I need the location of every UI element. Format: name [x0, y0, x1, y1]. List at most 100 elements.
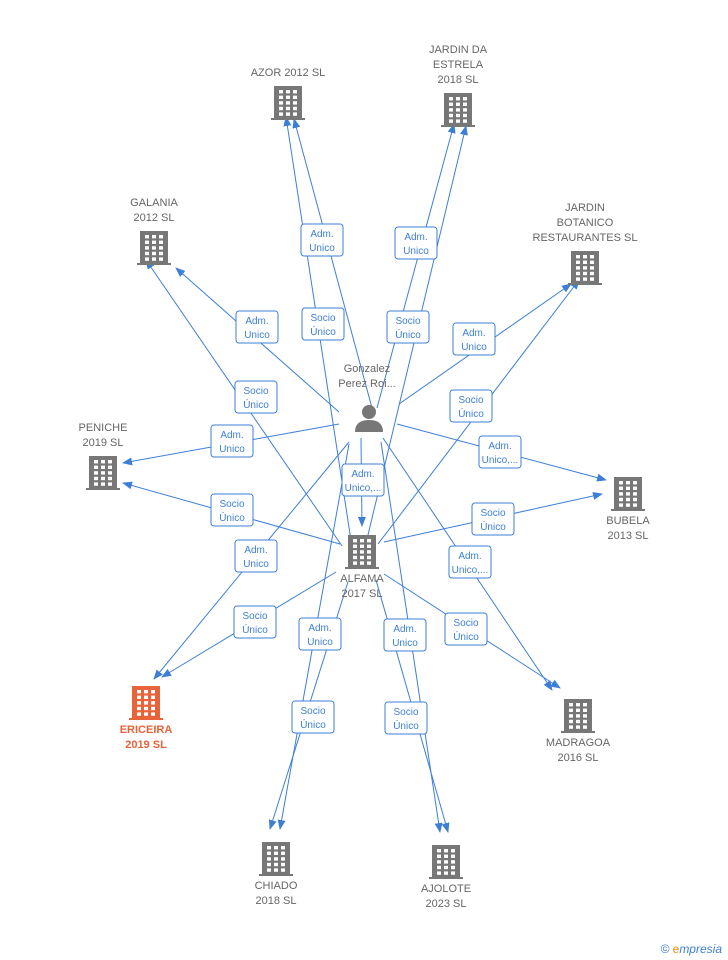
relation-text: Unico: [307, 637, 333, 648]
relation-text: Único: [395, 328, 421, 341]
relation-label[interactable]: Adm. Unico,...: [478, 435, 522, 469]
relation-text: Único: [243, 398, 269, 411]
relation-text: Socio: [480, 508, 505, 519]
relation-label[interactable]: Adm. Unico: [452, 322, 496, 356]
relation-text: Único: [310, 325, 336, 338]
relation-text: Socio: [453, 618, 478, 629]
relation-text: Adm.: [488, 441, 511, 452]
company-label[interactable]: 2018 SL: [256, 895, 297, 907]
edge-person-to-azor: [292, 118, 373, 409]
relation-text: Unico: [219, 444, 245, 455]
building-icon[interactable]: [259, 842, 293, 876]
company-label[interactable]: BOTANICO: [557, 217, 614, 229]
company-label[interactable]: BUBELA: [606, 515, 650, 527]
company-label[interactable]: AJOLOTE: [421, 883, 471, 895]
company-label[interactable]: ALFAMA: [340, 573, 384, 585]
relation-label[interactable]: Adm. Unico: [235, 310, 279, 344]
relation-text: Adm.: [244, 545, 267, 556]
building-icon[interactable]: [561, 699, 595, 733]
company-label[interactable]: 2016 SL: [558, 752, 599, 764]
relation-text: Adm.: [220, 430, 243, 441]
building-icon[interactable]: [429, 845, 463, 879]
relation-label[interactable]: Adm.Unico,...: [341, 463, 385, 497]
relation-label[interactable]: Adm. Unico: [210, 424, 254, 458]
building-icon[interactable]: [568, 251, 602, 285]
relation-label[interactable]: Adm. Unico: [298, 617, 342, 651]
person-icon[interactable]: [355, 405, 383, 432]
company-label[interactable]: JARDIN: [565, 202, 605, 214]
relation-text: Adm.: [245, 316, 268, 327]
building-icon[interactable]: [441, 93, 475, 127]
relation-text: Socio: [310, 313, 335, 324]
relation-label[interactable]: Adm. Unico: [234, 539, 278, 573]
relation-text: Unico,...: [452, 565, 489, 576]
company-label[interactable]: AZOR 2012 SL: [251, 67, 326, 79]
relation-label[interactable]: Adm.Unico: [300, 223, 344, 257]
relation-text: Socio: [219, 499, 244, 510]
relation-text: Adm.: [462, 328, 485, 339]
company-label[interactable]: JARDIN DA: [429, 44, 488, 56]
relation-text: Único: [300, 718, 326, 731]
relation-text: Único: [242, 623, 268, 636]
company-label[interactable]: 2019 SL: [125, 739, 167, 751]
building-icon[interactable]: [86, 456, 120, 490]
relation-text: Adm.: [310, 229, 333, 240]
relation-label[interactable]: Adm. Unico: [394, 226, 438, 260]
person-name[interactable]: Gonzalez: [344, 363, 390, 375]
brand-name: mpresia: [679, 942, 722, 956]
company-label[interactable]: MADRAGOA: [546, 737, 611, 749]
building-icon[interactable]: [137, 231, 171, 265]
company-label[interactable]: ESTRELA: [433, 59, 484, 71]
relation-text: Único: [219, 511, 245, 524]
company-label[interactable]: 2023 SL: [426, 898, 467, 910]
company-label[interactable]: 2017 SL: [342, 588, 383, 600]
relation-text: Unico: [244, 330, 270, 341]
relation-text: Socio: [393, 707, 418, 718]
company-label[interactable]: 2018 SL: [438, 74, 479, 86]
company-label[interactable]: 2013 SL: [608, 530, 649, 542]
building-icon[interactable]: [271, 86, 305, 120]
relation-text: Unico: [403, 246, 429, 257]
company-label[interactable]: RESTAURANTES SL: [533, 232, 638, 244]
relation-text: Unico: [461, 342, 487, 353]
relation-text: Unico: [243, 559, 269, 570]
company-label[interactable]: ERICEIRA: [120, 724, 173, 736]
relation-labels-layer: Adm.UnicoSocioÚnicoAdm.UnicoSocioÚnicoAd…: [210, 223, 522, 735]
brand-footer[interactable]: © empresia: [660, 942, 722, 956]
relation-text: Adm.: [308, 623, 331, 634]
brand-initial: e: [672, 942, 680, 956]
person-name[interactable]: Perez Roi...: [338, 378, 395, 390]
building-icon[interactable]: [345, 535, 379, 569]
relation-text: Socio: [242, 611, 267, 622]
company-label[interactable]: 2019 SL: [83, 437, 124, 449]
relation-text: Socio: [243, 386, 268, 397]
relation-text: Único: [393, 719, 419, 732]
relation-label[interactable]: Adm.Unico,...: [448, 545, 492, 579]
relation-text: Unico,...: [482, 455, 519, 466]
company-label[interactable]: CHIADO: [255, 880, 298, 892]
edge-person-to-jardin-estrela: [376, 123, 456, 409]
relation-text: Unico: [392, 638, 418, 649]
nodes-layer: AZOR 2012 SL JARDIN DA ESTRELA 2018 SL GALAN…: [79, 44, 651, 910]
relation-text: Socio: [395, 316, 420, 327]
company-label[interactable]: GALANIA: [130, 197, 178, 209]
relation-text: Socio: [300, 706, 325, 717]
building-icon[interactable]: [129, 686, 163, 720]
relation-label[interactable]: Adm.Unico: [383, 618, 427, 652]
relation-text: Socio: [458, 395, 483, 406]
building-icon[interactable]: [611, 477, 645, 511]
company-label[interactable]: 2012 SL: [134, 212, 175, 224]
company-label[interactable]: PENICHE: [79, 422, 128, 434]
relation-text: Adm.: [404, 232, 427, 243]
